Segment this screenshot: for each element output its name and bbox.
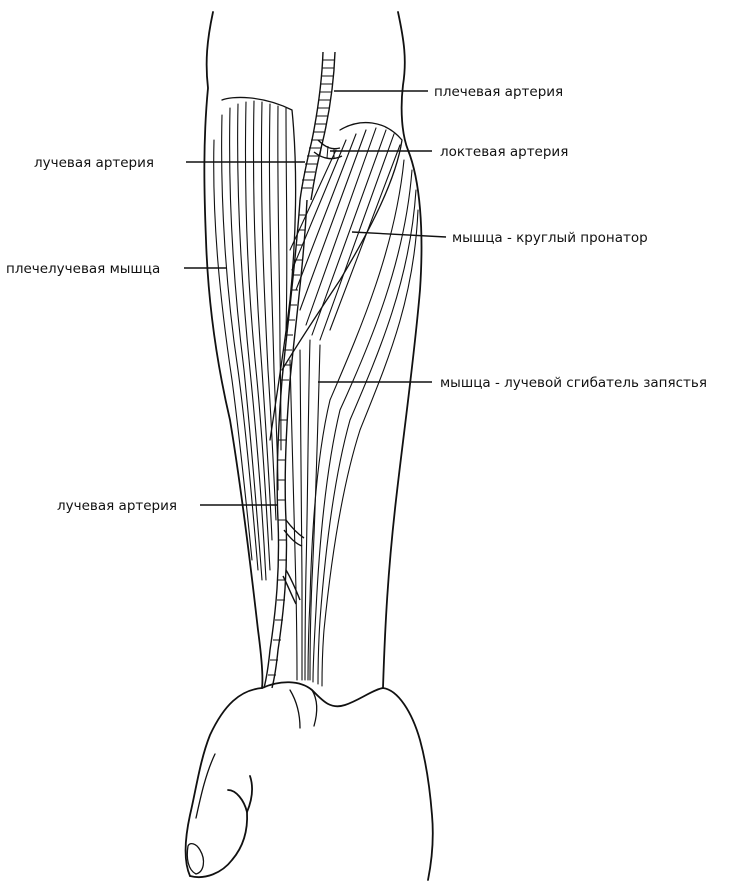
hand-outline [185,682,432,880]
label-pronator-teres: мышца - круглый пронатор [452,230,648,246]
label-brachial-artery: плечевая артерия [434,84,563,100]
label-brachioradialis: плечелучевая мышца [6,261,160,277]
forearm-outline [204,12,421,688]
labels: плечевая артерия локтевая артерия лучева… [6,84,707,514]
flexor-carpi-radialis-muscle [290,160,418,686]
label-flexor-carpi-radialis: мышца - лучевой сгибатель запястья [440,375,707,391]
brachioradialis-muscle [214,97,296,580]
label-radial-artery-top: лучевая артерия [34,155,154,171]
label-ulnar-artery: локтевая артерия [440,144,568,160]
label-radial-artery-bottom: лучевая артерия [57,498,177,514]
pronator-teres-muscle [282,123,402,370]
